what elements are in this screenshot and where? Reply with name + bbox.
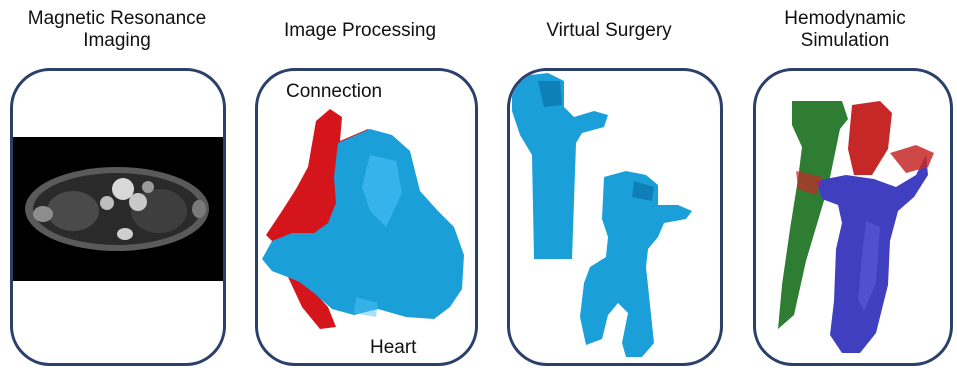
step-title-virtual-surgery-line1: Virtual Surgery: [497, 20, 721, 42]
hemodynamic-simulation-image: [756, 71, 950, 363]
panel-image-processing: Connection Heart: [255, 68, 478, 366]
step-title-hemodynamic-line1: Hemodynamic: [740, 8, 950, 30]
step-title-mri-line2: Imaging: [4, 30, 230, 52]
virtual-surgery-image: [510, 71, 720, 363]
step-title-mri-line1: Magnetic Resonance: [4, 8, 230, 30]
step-title-image-processing-line1: Image Processing: [250, 20, 470, 42]
panel-virtual-surgery: [507, 68, 723, 366]
step-title-hemodynamic-line2: Simulation: [740, 30, 950, 52]
step-title-hemodynamic-simulation: Hemodynamic Simulation: [740, 8, 950, 52]
step-title-virtual-surgery: Virtual Surgery: [497, 20, 721, 42]
connection-label: Connection: [286, 81, 382, 103]
step-title-mri: Magnetic Resonance Imaging: [4, 8, 230, 52]
heart-label: Heart: [370, 337, 416, 359]
panel-hemodynamic-simulation: [753, 68, 953, 366]
step-title-image-processing: Image Processing: [250, 20, 470, 42]
panel-mri: [10, 68, 226, 366]
mri-image: [13, 71, 223, 363]
heart-segmentation-image: [258, 71, 475, 363]
